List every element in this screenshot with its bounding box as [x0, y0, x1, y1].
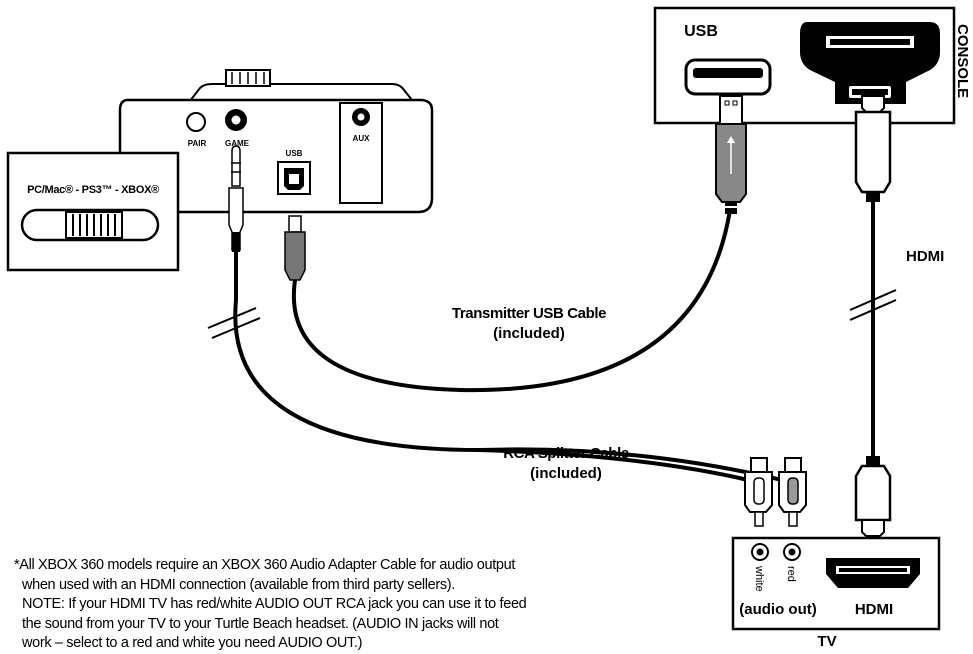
rca-cable-label-line1: RCA Splitter Cable — [503, 445, 629, 462]
tv-title: TV — [817, 633, 836, 650]
footnote-line: when used with an HDMI connection (avail… — [22, 576, 455, 593]
transmitter-usb-label: USB — [286, 149, 303, 158]
game-label: GAME — [225, 139, 250, 148]
footnote-line: work – select to a red and white you nee… — [22, 635, 363, 651]
mode-switch — [20, 208, 160, 242]
console-usb-port — [684, 58, 772, 96]
transmitter-unit: PAIR GAME USB AUX — [118, 69, 434, 214]
console-usb-label: USB — [684, 23, 718, 40]
transmitter-usb-port — [277, 161, 311, 195]
usb-cable-label-line2: (included) — [493, 325, 565, 342]
white-jack-label: white — [753, 565, 765, 592]
hdmi-cable — [849, 95, 897, 537]
hdmi-cable-label: HDMI — [906, 248, 944, 265]
tv-hdmi-port — [826, 558, 920, 588]
transmitter-usb-cable — [291, 209, 732, 393]
rca-plug-white — [744, 457, 773, 527]
white-audio-jack — [751, 543, 769, 561]
aux-label: AUX — [353, 134, 371, 143]
console-title: CONSOLE — [954, 24, 971, 98]
usb-a-plug — [715, 95, 747, 214]
rca-plug-red — [778, 457, 807, 527]
tv-panel: white red (audio out) HDMI — [731, 536, 941, 631]
pair-button — [186, 112, 206, 132]
mode-switch-panel: PC/Mac® - PS3™ - XBOX® — [6, 151, 180, 272]
usb-cable-label-line1: Transmitter USB Cable — [452, 305, 606, 322]
rca-cable-label-line2: (included) — [530, 465, 602, 482]
usb-b-plug — [284, 215, 306, 281]
console-panel: CONSOLE USB — [653, 6, 971, 125]
pair-label: PAIR — [188, 139, 207, 148]
tv-hdmi-label: HDMI — [855, 601, 893, 618]
footnote-line: NOTE: If your HDMI TV has red/white AUDI… — [22, 596, 527, 612]
red-jack-label: red — [785, 566, 797, 582]
footnote: *All XBOX 360 models require an XBOX 360… — [14, 556, 674, 654]
red-audio-jack — [783, 543, 801, 561]
audio-plug — [228, 145, 244, 252]
footnote-line: *All XBOX 360 models require an XBOX 360… — [14, 557, 516, 573]
audio-out-label: (audio out) — [739, 601, 816, 618]
footnote-line: the sound from your TV to your Turtle Be… — [22, 615, 499, 632]
mode-switch-label: PC/Mac® - PS3™ - XBOX® — [27, 184, 159, 196]
